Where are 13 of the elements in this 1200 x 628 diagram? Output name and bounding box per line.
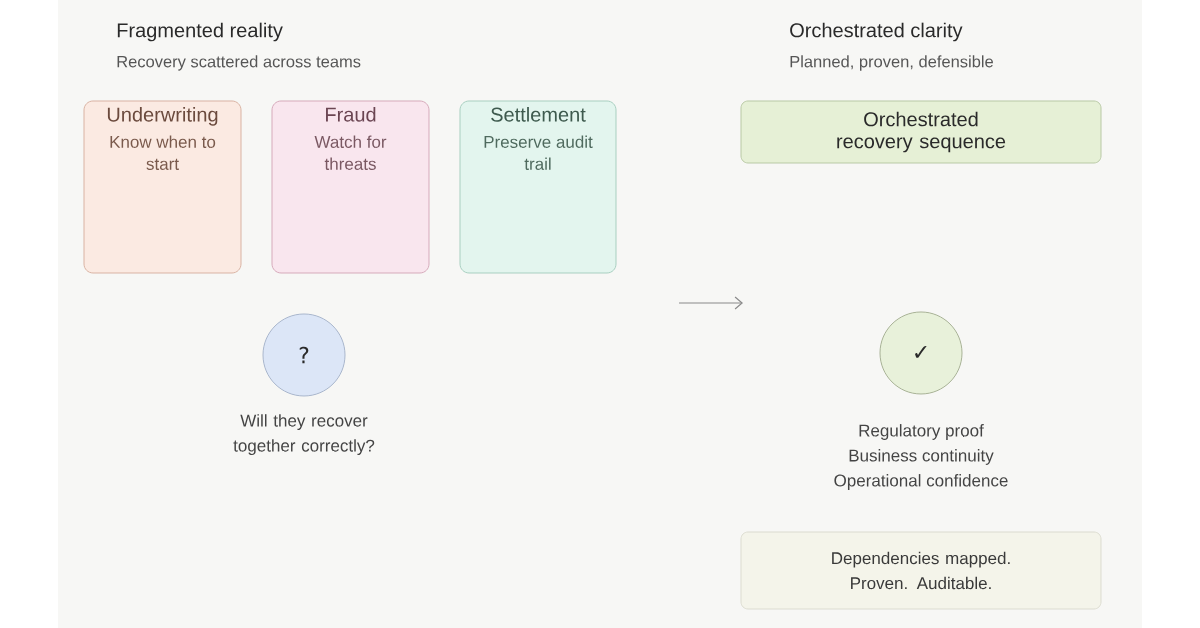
heading: Orchestrated clarity [790, 22, 963, 42]
benefit-text: Regulatory proof [859, 424, 984, 440]
sequence-box: Orchestrated recovery sequence [740, 100, 1102, 164]
node-label: Will they recover together correctly? [233, 414, 375, 456]
subheading: Planned, proven, defensible [790, 55, 993, 71]
team-card: Fraud Watch for threats [271, 100, 430, 274]
team-card: Underwriting Know when to start [83, 100, 242, 274]
note-box: Dependencies mapped. Proven. Auditable. [740, 531, 1102, 610]
benefit-text: Business continuity [849, 449, 994, 465]
subheading: Recovery scattered across teams [117, 55, 361, 71]
team-card: Settlement Preserve audit trail [459, 100, 617, 274]
benefit-text: Operational confidence [834, 474, 1008, 490]
heading: Fragmented reality [117, 22, 283, 42]
